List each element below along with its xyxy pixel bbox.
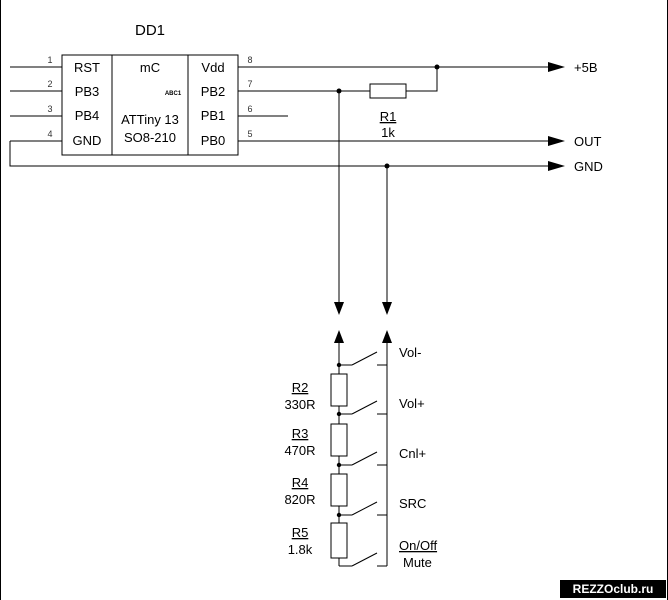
chip-model: ATTiny 13 <box>121 112 179 127</box>
pin-name-gnd: GND <box>73 133 102 148</box>
r3-ref: R3 <box>292 426 309 441</box>
switch-onoff-contact <box>351 552 378 567</box>
net-gnd-label: GND <box>574 159 603 174</box>
pin-name-rst: RST <box>74 60 100 75</box>
r4-ref: R4 <box>292 475 309 490</box>
r3-value: 470R <box>284 443 315 458</box>
pin-name-pb3: PB3 <box>75 84 100 99</box>
chip-name-top: mC <box>140 60 160 75</box>
pin-number-1: 1 <box>47 55 52 65</box>
keypad-gnd-arrow-up-icon <box>382 330 392 343</box>
chip-designator: DD1 <box>135 22 165 39</box>
net-gnd-arrow-icon <box>548 161 565 171</box>
gnd-arrow-down-icon <box>382 302 392 315</box>
r1-body <box>369 83 407 99</box>
pin-name-pb1: PB1 <box>201 108 226 123</box>
r4-body <box>330 473 348 507</box>
pin-name-pb0: PB0 <box>201 133 226 148</box>
r3-body <box>330 423 348 457</box>
pin-number-7: 7 <box>247 79 252 89</box>
switch-src-contact <box>351 501 378 516</box>
button-label-onoff: On/Off <box>399 538 437 553</box>
r1-vcc-wire <box>406 67 438 92</box>
pin-name-pb4: PB4 <box>75 108 100 123</box>
net-vcc-arrow-icon <box>548 62 565 72</box>
pin-number-3: 3 <box>47 104 52 114</box>
r4-value: 820R <box>284 492 315 507</box>
switch-vol-plus-contact <box>351 400 378 415</box>
net-out-arrow-icon <box>548 136 565 146</box>
r2-body <box>330 373 348 407</box>
r2-ref: R2 <box>292 380 309 395</box>
r5-ref: R5 <box>292 525 309 540</box>
chip-body <box>61 54 239 156</box>
pin-number-8: 8 <box>247 55 252 65</box>
pin-number-5: 5 <box>247 129 252 139</box>
button-label-mute: Mute <box>403 555 432 570</box>
watermark-text: REZZOclub.ru <box>572 582 654 596</box>
switch-vol-minus-contact <box>351 351 378 366</box>
pin-number-2: 2 <box>47 79 52 89</box>
chip-mark: ABC1 <box>165 91 182 97</box>
r5-body <box>330 522 348 559</box>
button-label-vol-minus: Vol- <box>399 345 421 360</box>
pin-name-vdd: Vdd <box>201 60 224 75</box>
r2-value: 330R <box>284 397 315 412</box>
net-vcc-label: +5B <box>574 60 598 75</box>
pin-number-4: 4 <box>47 129 52 139</box>
watermark-badge: REZZOclub.ru <box>560 580 666 598</box>
r5-value: 1.8k <box>288 542 313 557</box>
r1-ref: R1 <box>380 109 397 124</box>
keypad-signal-arrow-up-icon <box>334 330 344 343</box>
button-label-cnl-plus: Cnl+ <box>399 446 426 461</box>
net-out-label: OUT <box>574 134 602 149</box>
button-label-src: SRC <box>399 496 426 511</box>
chip-package: SO8-210 <box>124 130 176 145</box>
pin-name-pb2: PB2 <box>201 84 226 99</box>
switch-cnl-plus-contact <box>351 451 378 466</box>
pb2-arrow-down-icon <box>334 302 344 315</box>
pin-number-6: 6 <box>247 104 252 114</box>
button-label-vol-plus: Vol+ <box>399 396 425 411</box>
r1-value: 1k <box>381 125 395 140</box>
net-gnd-wire <box>9 141 548 167</box>
